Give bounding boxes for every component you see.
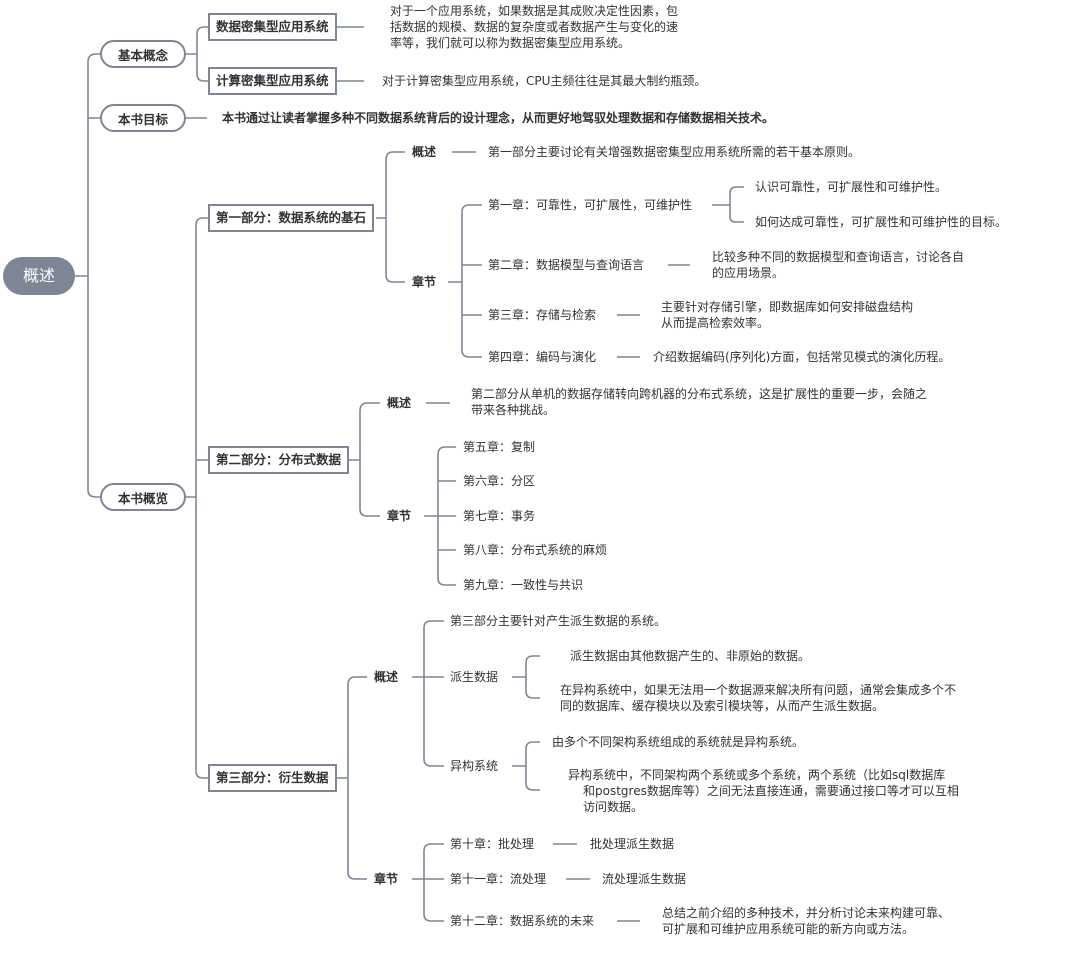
book-goal-desc: 本书通过让读者掌握多种不同数据系统背后的设计理念，从而更好地驾驭处理数据和存储数… xyxy=(222,111,775,125)
chapter-2[interactable]: 第二章：数据模型与查询语言 xyxy=(488,258,645,272)
part2-summary-2: 带来各种挑战。 xyxy=(471,403,556,417)
part1-summary: 第一部分主要讨论有关增强数据密集型应用系统所需的若干基本原则。 xyxy=(488,145,861,159)
topic-compute-intensive[interactable]: 计算密集型应用系统 xyxy=(208,67,337,95)
hetero-sub-2b: 和postgres数据库等）之间无法直接连通，需要通过接口等才可以互相 xyxy=(583,784,959,798)
part2-chapters-label[interactable]: 章节 xyxy=(387,509,412,523)
data-intensive-desc-1: 对于一个应用系统，如果数据是其成败决定性因素，包 xyxy=(390,4,679,18)
topic-data-intensive[interactable]: 数据密集型应用系统 xyxy=(208,13,337,41)
derived-data-sub-2b: 同的数据库、缓存模块以及索引模块等，从而产生派生数据。 xyxy=(560,699,885,713)
chapter-3-desc-2: 从而提高检索效率。 xyxy=(661,316,770,330)
topic-basic-concepts[interactable]: 基本概念 xyxy=(100,40,186,68)
chapter-11-desc: 流处理派生数据 xyxy=(602,872,687,886)
chapter-12-desc-2: 可扩展和可维护应用系统可能的新方向或方法。 xyxy=(662,922,915,936)
part2-summary-1: 第二部分从单机的数据存储转向跨机器的分布式系统，这是扩展性的重要一步，会随之 xyxy=(471,387,928,401)
data-intensive-desc-2: 括数据的规模、数据的复杂度或者数据产生与变化的速 xyxy=(390,20,679,34)
part1-summary-label[interactable]: 概述 xyxy=(412,145,437,159)
part3-summary: 第三部分主要针对产生派生数据的系统。 xyxy=(450,614,667,628)
heterogeneous-system[interactable]: 异构系统 xyxy=(450,759,499,773)
topic-book-goal[interactable]: 本书目标 xyxy=(100,104,186,132)
hetero-sub-2c: 访问数据。 xyxy=(583,800,644,814)
chapter-2-desc-1: 比较多种不同的数据模型和查询语言，讨论各自 xyxy=(712,250,965,264)
chapter-11[interactable]: 第十一章：流处理 xyxy=(450,872,547,886)
chapter-12-desc-1: 总结之前介绍的多种技术，并分析讨论未来构建可靠、 xyxy=(662,906,951,920)
root-topic[interactable]: 概述 xyxy=(3,257,75,295)
chapter-4[interactable]: 第四章：编码与演化 xyxy=(488,350,597,364)
hetero-sub-1: 由多个不同架构系统组成的系统就是异构系统。 xyxy=(552,735,805,749)
data-intensive-desc-3: 率等，我们就可以称为数据密集型应用系统。 xyxy=(390,36,631,50)
topic-part3[interactable]: 第三部分：衍生数据 xyxy=(208,764,337,792)
topic-part2[interactable]: 第二部分：分布式数据 xyxy=(208,446,350,474)
chapter-4-desc: 介绍数据编码(序列化)方面，包括常见模式的演化历程。 xyxy=(653,350,951,364)
topic-part1[interactable]: 第一部分：数据系统的基石 xyxy=(208,204,375,232)
chapter-3-desc-1: 主要针对存储引擎，即数据库如何安排磁盘结构 xyxy=(661,300,914,314)
chapter-6[interactable]: 第六章：分区 xyxy=(463,474,536,488)
derived-data-sub-1: 派生数据由其他数据产生的、非原始的数据。 xyxy=(570,649,811,663)
chapter-10[interactable]: 第十章：批处理 xyxy=(450,837,535,851)
part3-chapters-label[interactable]: 章节 xyxy=(374,872,399,886)
compute-intensive-desc: 对于计算密集型应用系统，CPU主频往往是其最大制约瓶颈。 xyxy=(382,74,707,88)
chapter-8[interactable]: 第八章：分布式系统的麻烦 xyxy=(463,543,608,557)
topic-book-overview[interactable]: 本书概览 xyxy=(100,483,186,511)
part2-summary-label[interactable]: 概述 xyxy=(387,396,412,410)
chapter-1[interactable]: 第一章：可靠性，可扩展性，可维护性 xyxy=(488,198,693,212)
chapter-5[interactable]: 第五章：复制 xyxy=(463,440,536,454)
chapter-10-desc: 批处理派生数据 xyxy=(590,837,675,851)
chapter-3[interactable]: 第三章：存储与检索 xyxy=(488,308,597,322)
derived-data-sub-2a: 在异构系统中，如果无法用一个数据源来解决所有问题，通常会集成多个不 xyxy=(560,683,957,697)
chapter-7[interactable]: 第七章：事务 xyxy=(463,509,536,523)
part1-chapters-label[interactable]: 章节 xyxy=(412,275,437,289)
chapter-9[interactable]: 第九章：一致性与共识 xyxy=(463,578,584,592)
chapter-2-desc-2: 的应用场景。 xyxy=(712,266,785,280)
hetero-sub-2a: 异构系统中，不同架构两个系统或多个系统，两个系统（比如sql数据库 xyxy=(568,768,946,782)
chapter-12[interactable]: 第十二章：数据系统的未来 xyxy=(450,914,595,928)
derived-data[interactable]: 派生数据 xyxy=(450,670,499,684)
chapter-1-sub-1: 认识可靠性，可扩展性和可维护性。 xyxy=(755,180,948,194)
part3-summary-label[interactable]: 概述 xyxy=(374,670,399,684)
chapter-1-sub-2: 如何达成可靠性，可扩展性和可维护性的目标。 xyxy=(755,215,1008,229)
